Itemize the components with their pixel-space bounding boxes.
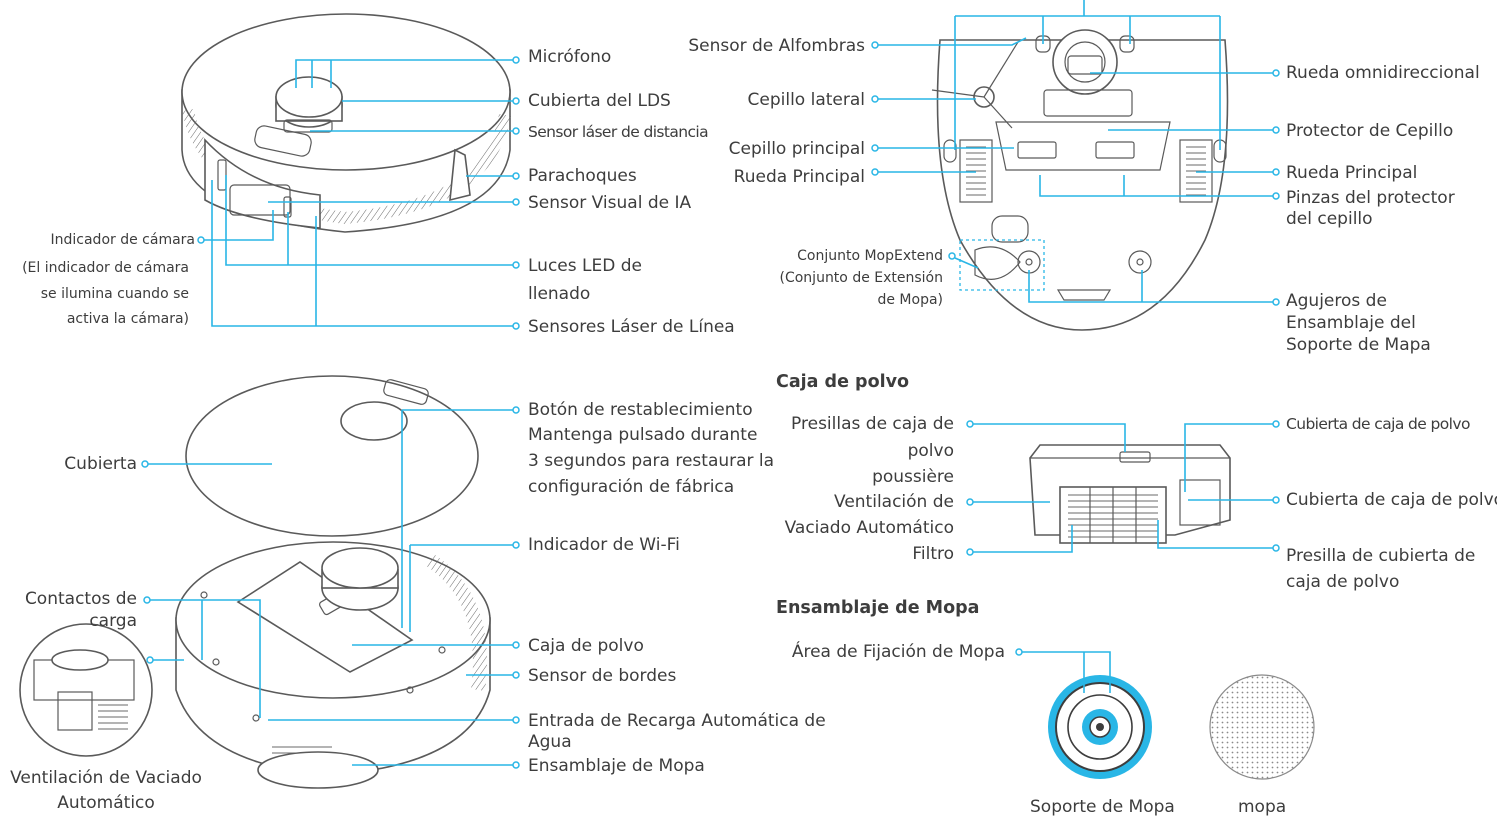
- label-reset-button-3: 3 segundos para restaurar la: [528, 451, 775, 471]
- label-reset-button-2: Mantenga pulsado durante: [528, 425, 758, 445]
- label-lds-cover: Cubierta del LDS: [528, 91, 671, 111]
- robot-bottom-illustration: [931, 29, 1229, 331]
- label-brush-guard: Protector de Cepillo: [1286, 121, 1454, 141]
- label-wifi-indicator: Indicador de Wi-Fi: [528, 535, 680, 555]
- label-box-vent-2: Vaciado Automático: [784, 518, 954, 538]
- label-auto-empty-vent-1: Ventilación de Vaciado: [10, 768, 202, 788]
- label-omni-wheel: Rueda omnidireccional: [1286, 63, 1480, 83]
- label-attach-area: Área de Fijación de Mopa: [791, 642, 1005, 662]
- robot-open-illustration: [19, 375, 491, 789]
- label-box-cover-2: Cubierta de caja de polvo: [1286, 490, 1497, 510]
- label-charging-contacts-2: carga: [89, 611, 137, 631]
- label-fill-led-2: llenado: [528, 284, 591, 304]
- label-microphone: Micrófono: [528, 47, 612, 67]
- callout-dots: [141, 41, 1280, 769]
- label-ai-visual-sensor: Sensor Visual de IA: [528, 193, 692, 213]
- label-box-cover: Cubierta de caja de polvo: [1286, 415, 1470, 433]
- label-mount-holes-1: Agujeros de: [1286, 291, 1387, 311]
- label-carpet-sensor: Sensor de Alfombras: [688, 36, 865, 56]
- caption-mop-holder: Soporte de Mopa: [1030, 797, 1175, 817]
- label-fill-led-1: Luces LED de: [528, 256, 642, 276]
- mop-illustration: [1209, 674, 1315, 780]
- label-box-clips-3: poussière: [872, 467, 954, 487]
- label-reset-button-4: configuración de fábrica: [528, 477, 735, 497]
- label-camera-note-3: activa la cámara): [66, 311, 189, 327]
- label-mopextend-1: Conjunto MopExtend: [797, 248, 943, 264]
- mop-holder-illustration: [1048, 675, 1152, 779]
- label-mount-holes-2: Ensamblaje del: [1286, 313, 1416, 333]
- label-cover: Cubierta: [64, 454, 137, 474]
- label-main-wheel-right: Rueda Principal: [1286, 163, 1418, 183]
- label-main-wheel-left: Rueda Principal: [733, 167, 865, 187]
- label-camera-note-2: se ilumina cuando se: [40, 286, 189, 302]
- label-cover-clip-2: caja de polvo: [1286, 572, 1400, 592]
- label-water-refill-inlet-1: Entrada de Recarga Automática de: [528, 711, 826, 731]
- label-box-clips-1: Presillas de caja de: [791, 414, 954, 434]
- label-reset-button-1: Botón de restablecimiento: [528, 400, 753, 420]
- label-bumper: Parachoques: [528, 166, 637, 186]
- label-main-brush: Cepillo principal: [728, 139, 865, 159]
- callout-lines: [145, 0, 1276, 766]
- label-edge-sensor: Sensor de bordes: [528, 666, 677, 686]
- section-title-mop: Ensamblaje de Mopa: [776, 598, 980, 618]
- label-water-refill-inlet-2: Agua: [528, 732, 572, 752]
- caption-mop: mopa: [1238, 797, 1287, 817]
- dust-box-illustration: [1029, 444, 1231, 544]
- label-mount-holes-3: Soporte de Mapa: [1286, 335, 1431, 355]
- label-side-brush: Cepillo lateral: [747, 90, 866, 110]
- label-box-clips-2: polvo: [907, 441, 954, 461]
- label-brush-guard-clips-2: del cepillo: [1286, 209, 1373, 229]
- robot-top-illustration: [181, 13, 511, 233]
- label-filter: Filtro: [912, 544, 954, 564]
- label-camera-indicator: Indicador de cámara: [50, 232, 196, 248]
- section-title-dust-box: Caja de polvo: [776, 372, 910, 392]
- label-mopextend-3: de Mopa): [877, 292, 943, 308]
- label-brush-guard-clips-1: Pinzas del protector: [1286, 188, 1455, 208]
- label-mop-assembly: Ensamblaje de Mopa: [528, 756, 705, 776]
- label-box-vent-1: Ventilación de: [834, 492, 954, 512]
- label-dust-box: Caja de polvo: [528, 636, 644, 656]
- label-charging-contacts-1: Contactos de: [24, 589, 137, 609]
- label-laser-distance-sensor: Sensor láser de distancia: [528, 123, 709, 141]
- label-mopextend-2: (Conjunto de Extensión: [779, 270, 944, 286]
- label-auto-empty-vent-2: Automático: [57, 793, 155, 813]
- label-cover-clip-1: Presilla de cubierta de: [1286, 546, 1476, 566]
- label-line-laser-sensors: Sensores Láser de Línea: [528, 317, 735, 337]
- label-camera-note-1: (El indicador de cámara: [22, 260, 189, 276]
